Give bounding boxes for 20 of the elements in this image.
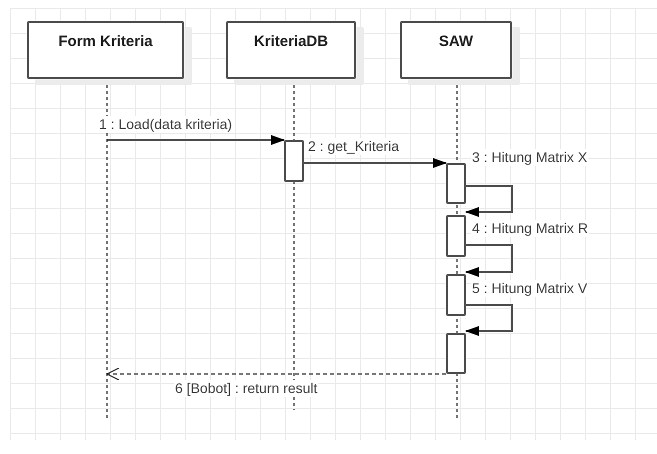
edge-label: 2 : get_Kriteria (307, 138, 400, 155)
edge-label: 3 : Hitung Matrix X (471, 149, 588, 166)
edge-label: 1 : Load(data kriteria) (98, 116, 234, 133)
participant-name: SAW (438, 32, 474, 52)
message-arrow (465, 244, 513, 277)
activation-bar (446, 274, 466, 316)
message-arrow (107, 135, 285, 145)
message-arrow (465, 304, 513, 336)
message-arrow (304, 158, 447, 168)
activation-bar (446, 163, 466, 204)
activation-bar (284, 140, 304, 182)
activation-bar (446, 215, 466, 257)
participant-name: KriteriaDB (254, 32, 328, 52)
edge-label: 5 : Hitung Matrix V (471, 280, 588, 297)
message-arrow (465, 185, 513, 217)
participant-name: Form Kriteria (58, 32, 153, 52)
edge-label: 6 [Bobot] : return result (174, 380, 318, 397)
edge-label: 4 : Hitung Matrix R (471, 220, 589, 237)
activation-bar (446, 333, 466, 374)
return-message-arrow (106, 367, 446, 381)
